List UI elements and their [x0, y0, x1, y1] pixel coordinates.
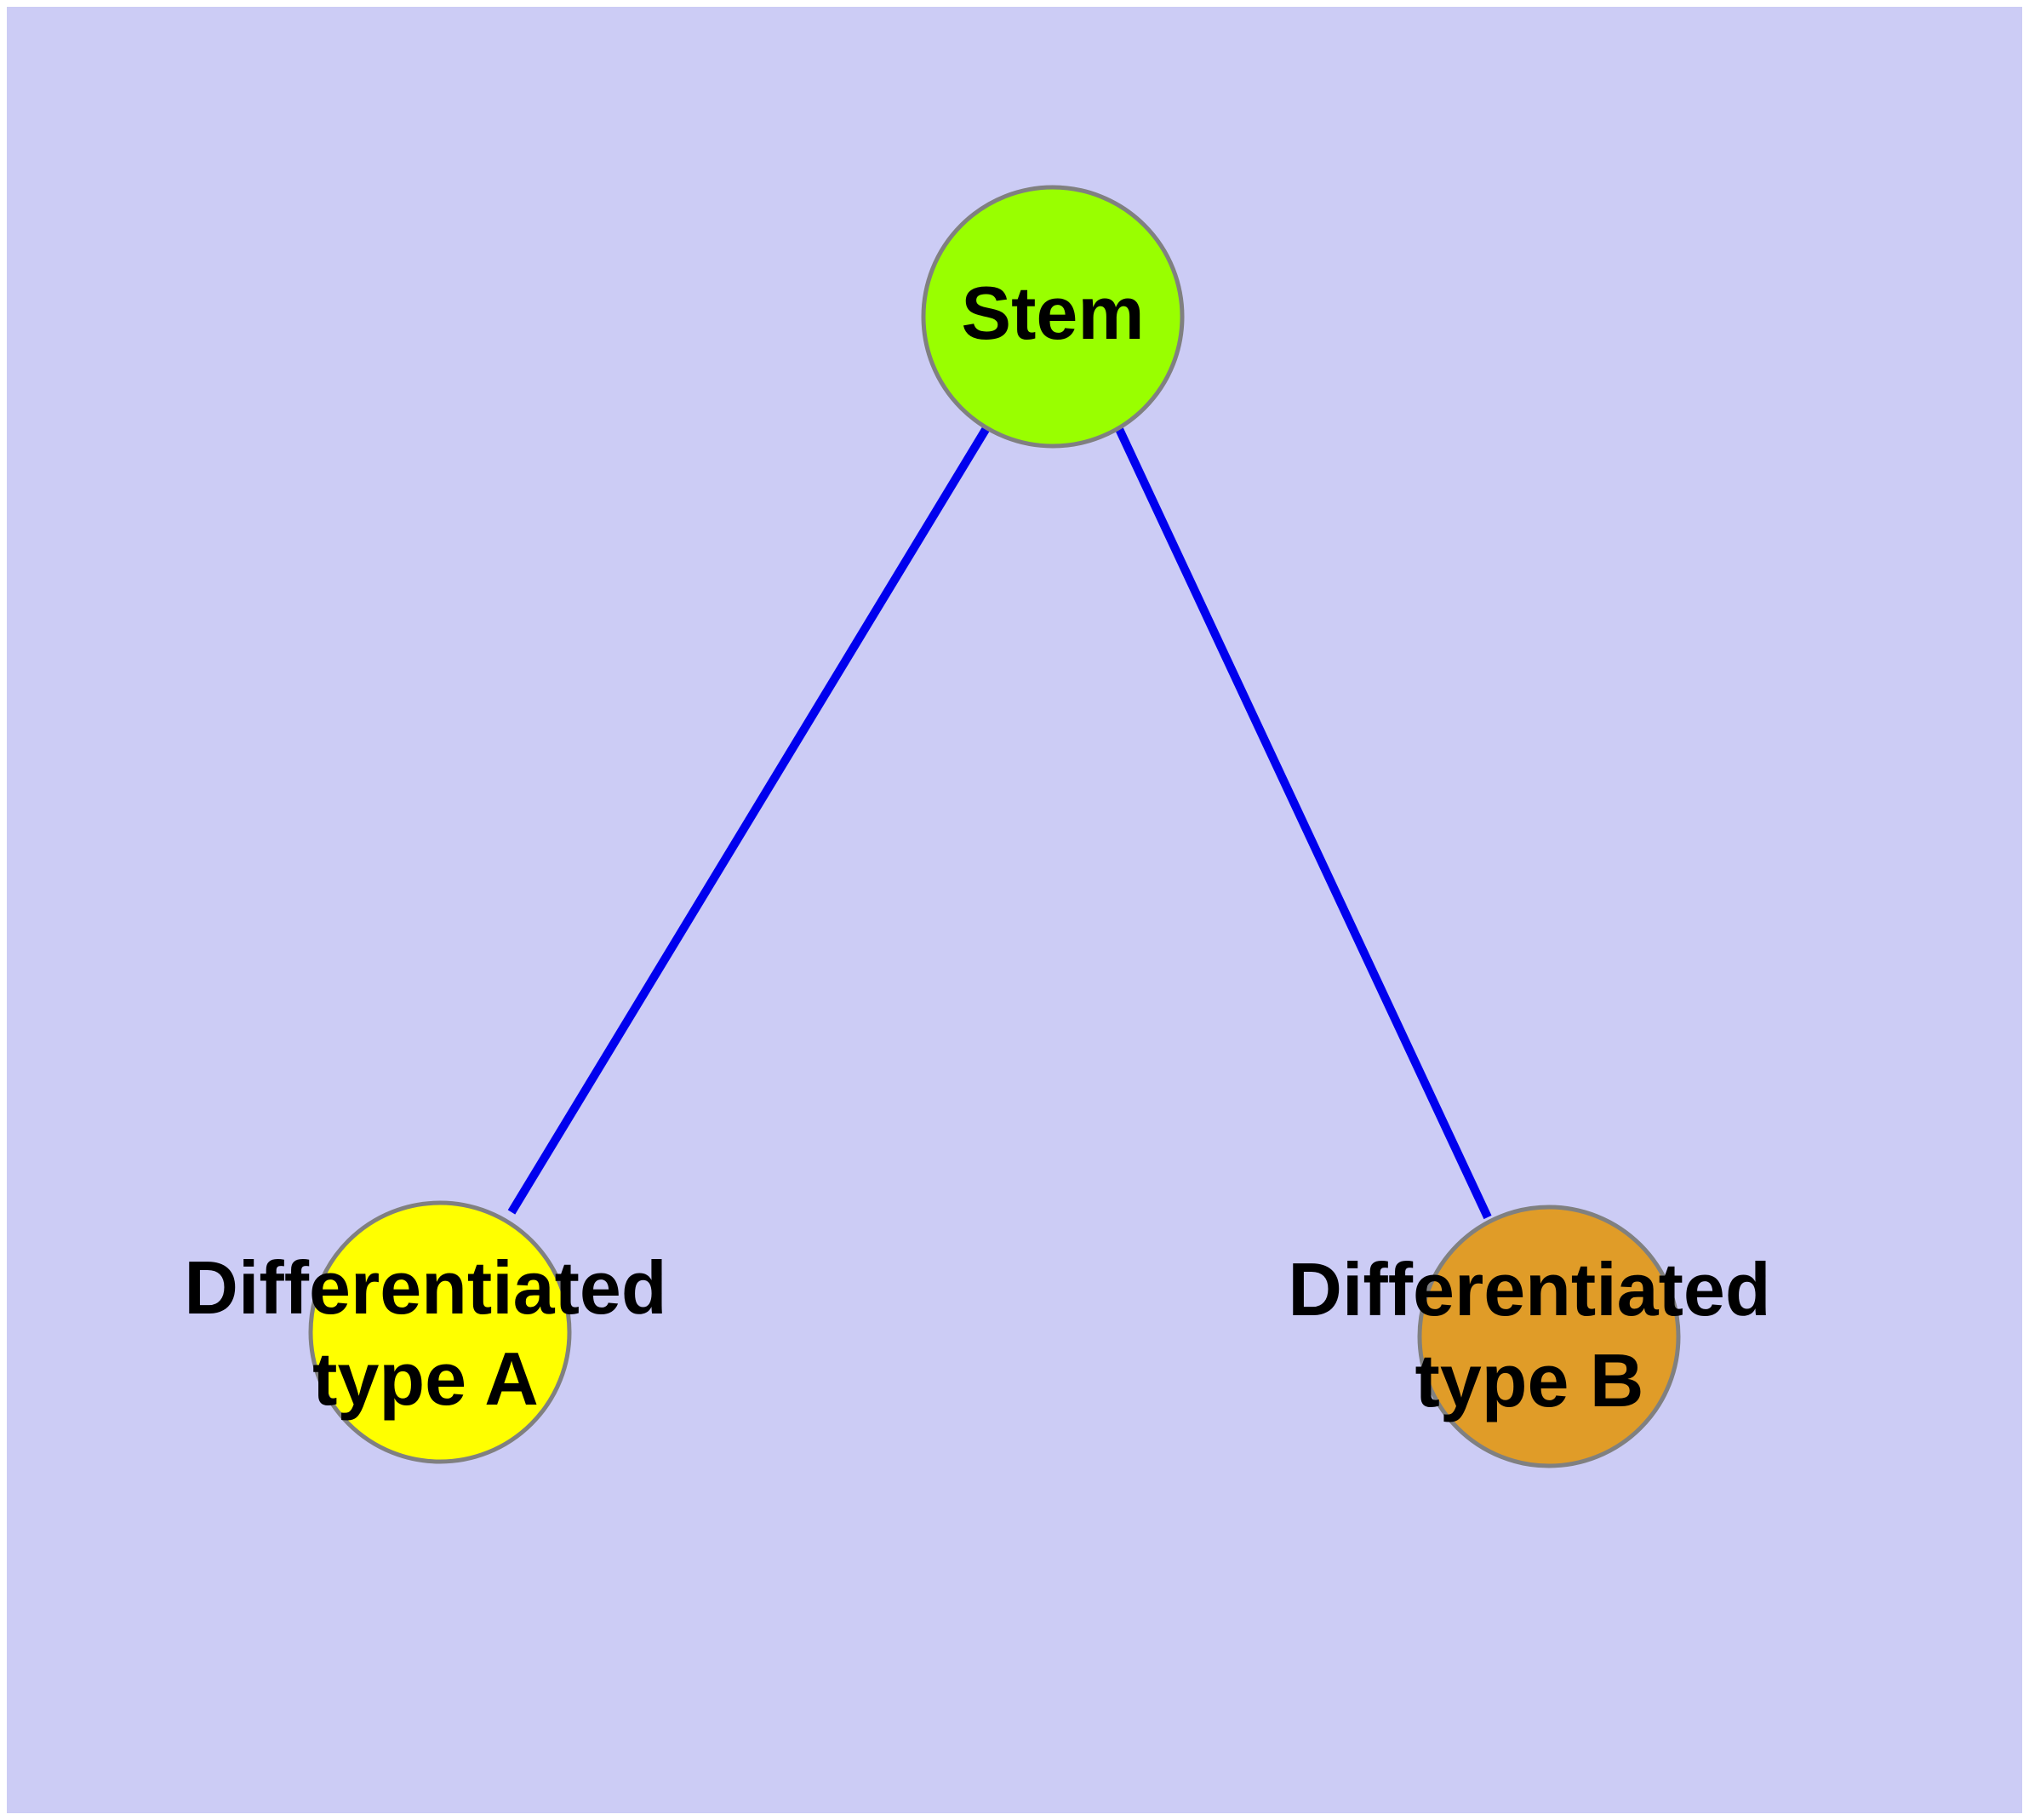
nodes-layer: Stem Differentiated type A Differentiate… [184, 185, 1771, 1468]
node-differentiated-type-b[interactable]: Differentiated type B [1288, 1205, 1771, 1468]
node-differentiated-type-a[interactable]: Differentiated type A [184, 1200, 667, 1464]
edges-layer [507, 426, 1492, 1220]
node-stem-circle[interactable] [921, 185, 1185, 449]
node-stem-label: Stem [961, 271, 1144, 355]
node-differentiated-type-a-label-line2: type A [312, 1336, 539, 1421]
node-differentiated-type-a-circle[interactable] [308, 1200, 572, 1464]
node-differentiated-type-a-label-line1: Differentiated [184, 1245, 666, 1330]
node-differentiated-type-b-label-line2: type B [1415, 1338, 1644, 1422]
edge-stem-to-differentiated-type-b[interactable] [1115, 426, 1492, 1220]
node-differentiated-type-b-circle[interactable] [1417, 1205, 1681, 1468]
edge-stem-to-differentiated-type-a[interactable] [507, 426, 991, 1215]
node-differentiated-type-b-label-line1: Differentiated [1288, 1247, 1770, 1331]
node-stem[interactable]: Stem [921, 185, 1185, 449]
